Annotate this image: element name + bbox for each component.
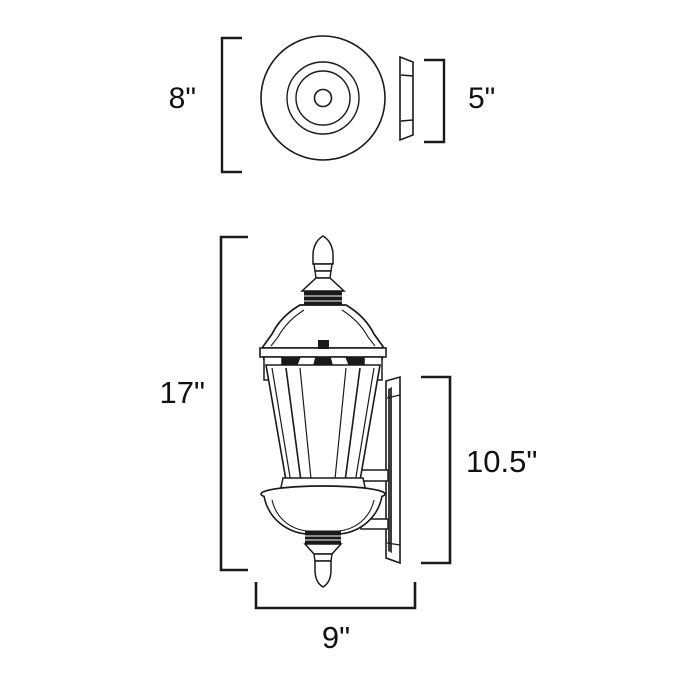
elevation-wall-plate [385, 375, 401, 565]
dimension-bracket-9in [254, 582, 417, 610]
wall-plate-seam-upper [400, 74, 414, 77]
dimension-bracket-8in [220, 36, 242, 174]
bracket-9in-path [254, 582, 417, 610]
bottom-finial-dark-band [305, 531, 341, 544]
top-view [260, 35, 414, 161]
dimension-label-10-5in: 10.5" [466, 444, 537, 479]
frame-member-6 [353, 367, 375, 490]
frame-member-3 [299, 367, 313, 490]
dimension-bracket-10-5in [421, 375, 452, 565]
bottom-finial-ring-1 [313, 553, 333, 562]
wall-plate-bottom-seam [386, 542, 401, 546]
base-bowl [260, 485, 386, 535]
dimension-label-17in: 17" [160, 375, 206, 410]
finial-dark-band [304, 291, 342, 305]
dimension-label-8in: 8" [169, 82, 196, 115]
bottom-finial [303, 531, 343, 588]
bracket-17in-path [219, 235, 248, 572]
finial-collar [300, 277, 346, 292]
top-view-center-hub [313, 88, 333, 108]
frame-member-2 [285, 367, 303, 490]
mounting-arms [354, 469, 389, 530]
lantern-glass-body [265, 364, 381, 493]
dimension-bracket-17in [219, 235, 248, 572]
finial-ring-2 [314, 270, 332, 279]
wall-plate-groove [388, 387, 392, 553]
bracket-8in-path [220, 36, 242, 174]
dimension-label-5in: 5" [468, 82, 495, 115]
top-view-inner-ring-circle [295, 70, 351, 126]
frame-member-5 [343, 367, 361, 490]
elevation-view [259, 235, 401, 588]
cornice-band [259, 347, 387, 358]
wall-plate-top-seam [386, 394, 401, 399]
bracket-5in-path [424, 58, 446, 144]
wall-plate-seam-lower [400, 119, 414, 122]
bracket-10-5in-path [421, 375, 452, 565]
bottom-finial-acorn [314, 560, 332, 588]
roof-center-latch [318, 340, 329, 349]
dimension-bracket-5in [424, 58, 446, 144]
roof-inner-curve-left [270, 309, 305, 347]
dimension-label-9in: 9" [322, 620, 350, 655]
wall-plate-profile [399, 55, 414, 142]
frame-member-1 [271, 367, 293, 490]
finial-ring-1 [313, 263, 333, 272]
top-view-wall-plate [399, 55, 414, 142]
frame-member-4 [333, 367, 347, 490]
top-finial [300, 235, 346, 305]
roof-inner-curve-right [341, 309, 376, 347]
top-view-mid-circle [286, 61, 360, 135]
